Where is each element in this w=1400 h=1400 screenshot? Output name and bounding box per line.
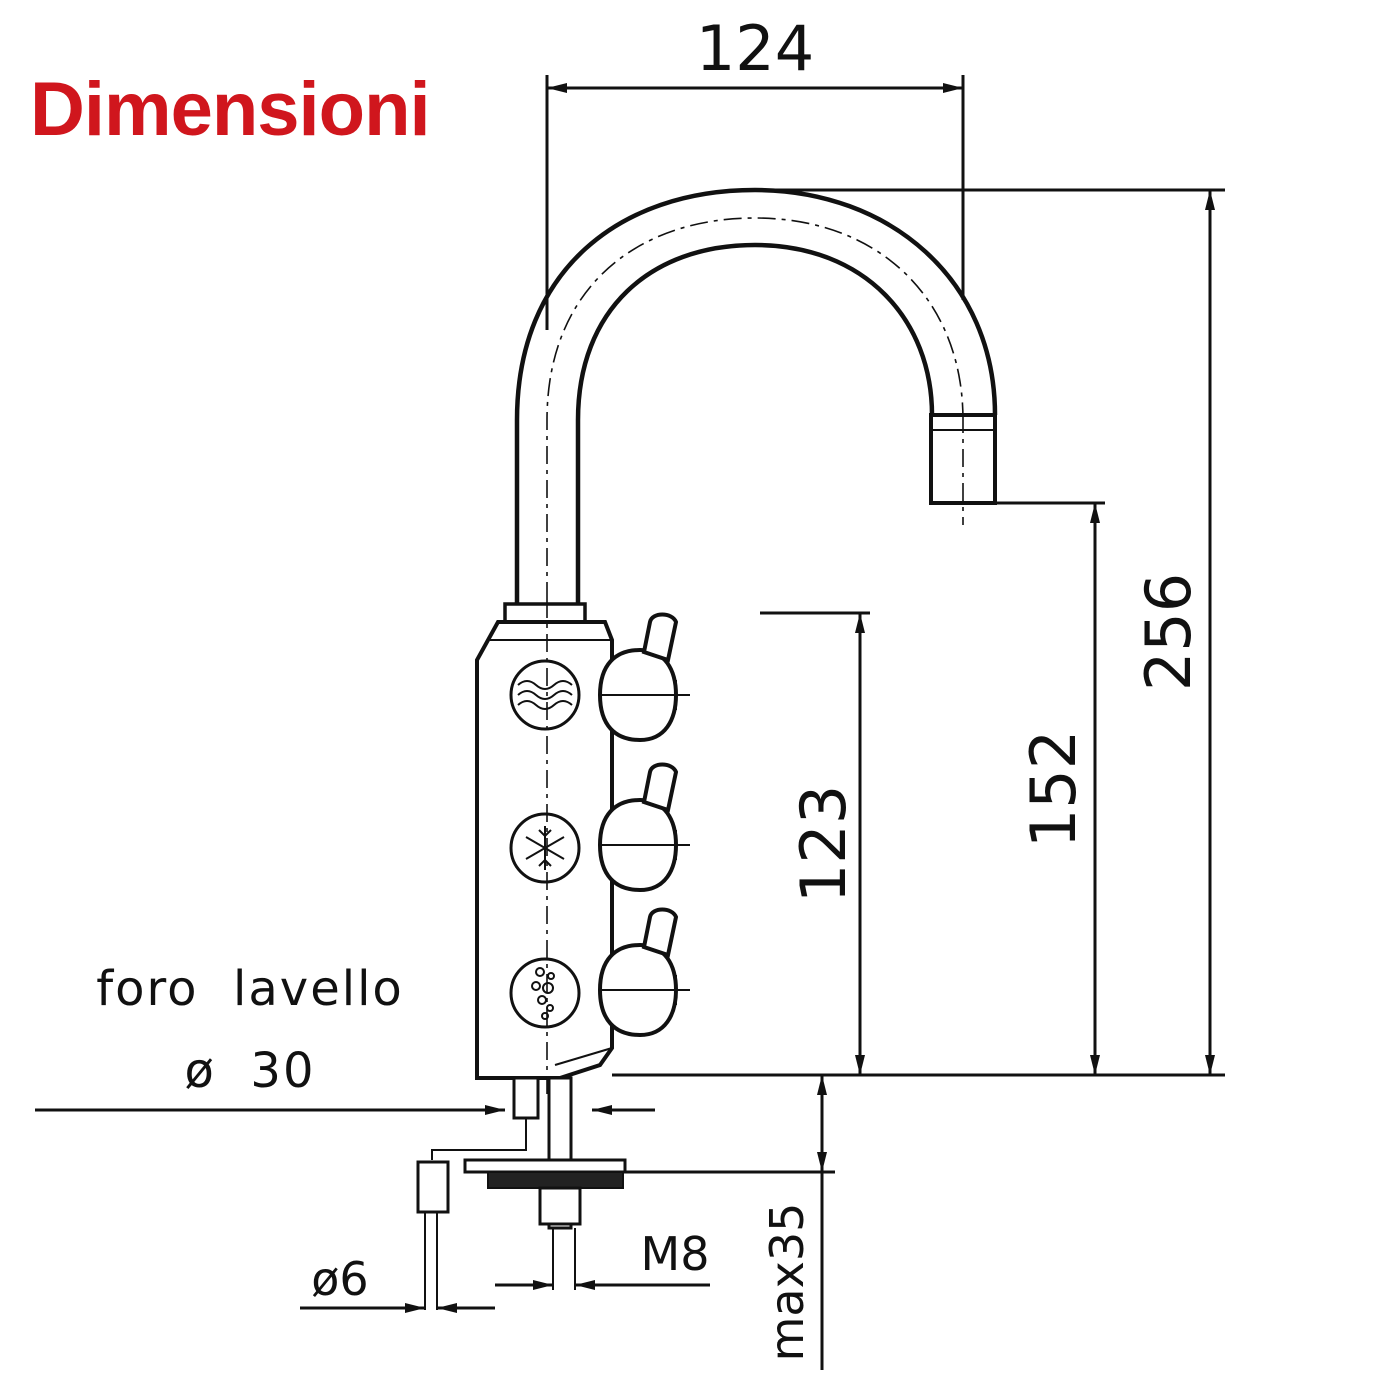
faucet-body bbox=[475, 600, 614, 1100]
sparkling-bubbles-icon bbox=[509, 957, 581, 1029]
dimension-label-124: 124 bbox=[696, 12, 814, 85]
dimension-max-thickness: max35 bbox=[625, 1075, 835, 1370]
knob-2[interactable] bbox=[597, 762, 690, 893]
sink-hole-label: foro lavello bbox=[96, 961, 404, 1017]
page-title: Dimensioni bbox=[30, 67, 430, 152]
sink-hole-diameter: ø 30 bbox=[185, 1043, 316, 1099]
dimension-label-152: 152 bbox=[1017, 730, 1090, 848]
snowflake-icon bbox=[509, 812, 581, 884]
dimension-total-height: 256 bbox=[612, 188, 1225, 1077]
dimension-label-o6: ø6 bbox=[311, 1252, 368, 1306]
dimension-body-height: 123 bbox=[760, 611, 870, 1075]
knob-3[interactable] bbox=[597, 907, 690, 1038]
dimension-sink-hole: foro lavello ø 30 bbox=[35, 961, 655, 1115]
wave-icon bbox=[509, 659, 581, 731]
dimension-spout-height: 152 bbox=[995, 501, 1105, 1075]
dimension-label-m8: M8 bbox=[641, 1227, 710, 1281]
mounting-hardware bbox=[416, 1076, 627, 1310]
spout-collar bbox=[503, 602, 587, 624]
dimension-label-max35: max35 bbox=[760, 1203, 814, 1362]
dimension-spout-reach: 124 bbox=[545, 12, 965, 330]
dimension-label-123: 123 bbox=[787, 785, 860, 903]
dimension-tube-diameter: ø6 bbox=[300, 1252, 495, 1313]
dimension-thread: M8 bbox=[495, 1227, 710, 1290]
dimension-label-256: 256 bbox=[1132, 573, 1205, 691]
faucet-spout bbox=[503, 187, 998, 624]
knob-1[interactable] bbox=[597, 612, 690, 743]
